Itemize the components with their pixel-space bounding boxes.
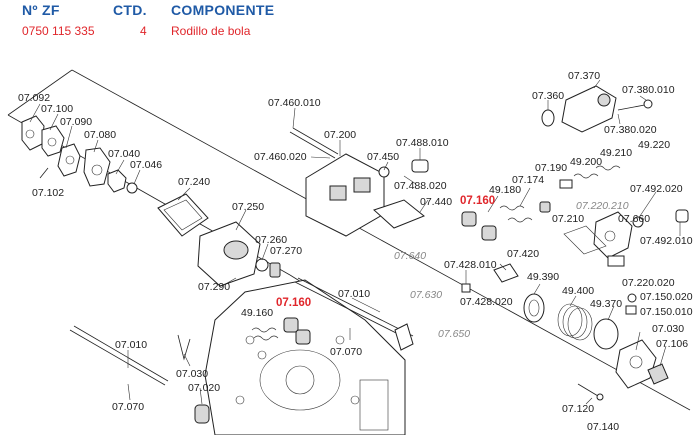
part-label-07-640: 07.640 — [394, 250, 426, 262]
part-label-07-010-left: 07.010 — [115, 339, 147, 351]
part-label-07-488-010: 07.488.010 — [396, 137, 449, 149]
part-label-07-220-210: 07.220.210 — [576, 200, 629, 212]
part-label-49-210: 49.210 — [600, 147, 632, 159]
part-label-07-270: 07.270 — [270, 245, 302, 257]
part-label-49-220: 49.220 — [638, 139, 670, 151]
part-label-07-174: 07.174 — [512, 174, 544, 186]
part-label-07-210: 07.210 — [552, 213, 584, 225]
part-label-07-030-right: 07.030 — [652, 323, 684, 335]
part-label-07-492-010: 07.492.010 — [640, 235, 693, 247]
part-label-07-020: 07.020 — [188, 382, 220, 394]
part-label-07-250: 07.250 — [232, 201, 264, 213]
part-label-07-630: 07.630 — [410, 289, 442, 301]
part-label-07-080: 07.080 — [84, 129, 116, 141]
part-label-07-190: 07.190 — [535, 162, 567, 174]
shift-shafts — [69, 277, 414, 424]
quantity: 4 — [140, 24, 147, 38]
part-label-49-390: 49.390 — [527, 271, 559, 283]
piston-assembly — [461, 263, 669, 401]
part-label-49-160: 49.160 — [241, 307, 273, 319]
component-name: Rodillo de bola — [171, 24, 251, 38]
part-label-49-180: 49.180 — [489, 184, 521, 196]
part-label-07-070-left: 07.070 — [112, 401, 144, 413]
part-label-07-140: 07.140 — [587, 421, 619, 433]
part-label-07-092: 07.092 — [18, 92, 50, 104]
part-label-07-040: 07.040 — [108, 148, 140, 160]
part-number-labels: 07.092 07.100 07.090 07.080 07.040 07.04… — [18, 70, 693, 433]
header-zf-label: Nº ZF — [22, 2, 60, 18]
part-label-07-030-left: 07.030 — [176, 368, 208, 380]
part-label-07-010-right: 07.010 — [338, 288, 370, 300]
part-label-07-090: 07.090 — [60, 116, 92, 128]
part-label-07-290: 07.290 — [198, 281, 230, 293]
header-qty-label: CTD. — [113, 2, 147, 18]
part-label-07-120: 07.120 — [562, 403, 594, 415]
pump-housing — [197, 221, 281, 287]
part-label-07-428-010: 07.428.010 — [444, 259, 497, 271]
part-label-07-160-upper: 07.160 — [460, 195, 495, 207]
part-label-07-650: 07.650 — [438, 328, 470, 340]
part-label-07-150-010: 07.150.010 — [640, 306, 693, 318]
part-label-07-106: 07.106 — [656, 338, 688, 350]
part-label-07-428-020: 07.428.020 — [460, 296, 513, 308]
part-label-49-200: 49.200 — [570, 156, 602, 168]
cover-plate — [157, 193, 209, 237]
part-label-07-380-010: 07.380.010 — [622, 84, 675, 96]
part-label-07-460-020: 07.460.020 — [254, 151, 307, 163]
part-label-07-660: 07.660 — [618, 213, 650, 225]
part-label-07-260: 07.260 — [255, 234, 287, 246]
part-label-07-220-020: 07.220.020 — [622, 277, 675, 289]
part-label-07-160-lower: 07.160 — [276, 297, 311, 309]
left-bracket-parts — [21, 115, 138, 194]
part-label-07-100: 07.100 — [41, 103, 73, 115]
part-label-07-200: 07.200 — [324, 129, 356, 141]
part-label-07-240: 07.240 — [178, 176, 210, 188]
transmission-housing — [204, 279, 406, 435]
part-label-07-450: 07.450 — [367, 151, 399, 163]
header-component-label: COMPONENTE — [171, 2, 275, 18]
part-label-07-360: 07.360 — [532, 90, 564, 102]
part-label-07-440: 07.440 — [420, 196, 452, 208]
part-label-07-102: 07.102 — [32, 187, 64, 199]
part-label-07-046: 07.046 — [130, 159, 162, 171]
rollers-upper — [461, 165, 621, 241]
part-label-07-460-010: 07.460.010 — [268, 97, 321, 109]
rollers-lower — [251, 317, 311, 345]
part-label-07-370: 07.370 — [568, 70, 600, 82]
right-cover — [563, 209, 689, 267]
part-label-49-370: 49.370 — [590, 298, 622, 310]
part-label-07-488-020: 07.488.020 — [394, 180, 447, 192]
part-label-07-492-020: 07.492.020 — [630, 183, 683, 195]
part-label-07-070-right: 07.070 — [330, 346, 362, 358]
part-label-07-380-020: 07.380.020 — [604, 124, 657, 136]
parts-header: Nº ZF CTD. COMPONENTE 0750 115 335 4 Rod… — [0, 0, 700, 44]
part-label-07-150-020: 07.150.020 — [640, 291, 693, 303]
zf-number: 0750 115 335 — [22, 24, 95, 38]
part-label-49-400: 49.400 — [562, 285, 594, 297]
leader-lines — [29, 79, 681, 405]
part-label-07-420: 07.420 — [507, 248, 539, 260]
